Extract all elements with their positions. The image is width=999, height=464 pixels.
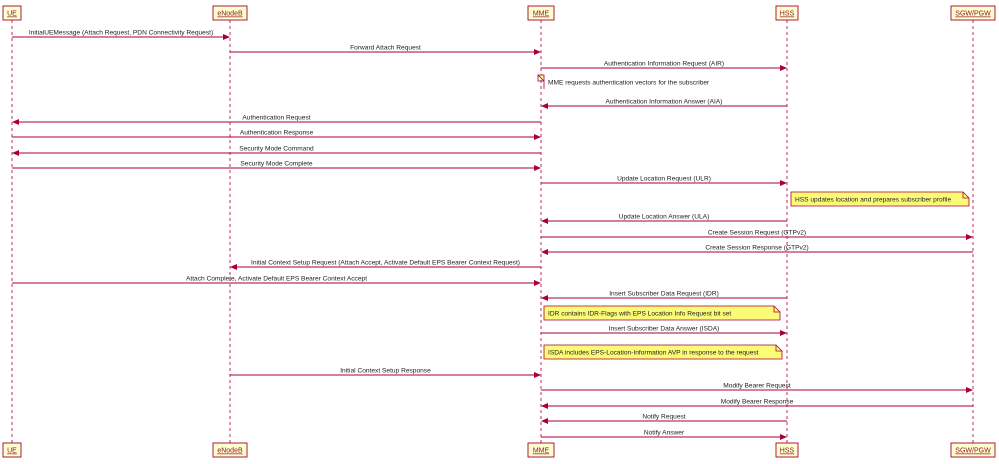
message-label: Initial Context Setup Response bbox=[340, 368, 431, 375]
note-text: MME requests authentication vectors for … bbox=[548, 79, 710, 86]
message-label: Create Session Request (GTPv2) bbox=[708, 230, 806, 237]
message-arrow: Update Location Request (ULR) bbox=[541, 176, 787, 186]
message-label: Insert Subscriber Data Answer (ISDA) bbox=[609, 326, 720, 333]
message-arrow: Authentication Response bbox=[12, 130, 541, 140]
message-label: Authentication Information Answer (AIA) bbox=[606, 99, 723, 106]
participant-label-hss: HSS bbox=[780, 11, 795, 18]
message-label: Modify Bearer Request bbox=[723, 383, 791, 390]
message-arrow: Initial Context Setup Request (Attach Ac… bbox=[230, 260, 541, 270]
note-text: IDR contains IDR-Flags with EPS Location… bbox=[548, 310, 731, 317]
note-text: ISDA includes EPS-Location-Information A… bbox=[548, 349, 759, 356]
participant-sgw-bottom: SGW/PGW bbox=[950, 442, 996, 458]
note: MME requests authentication vectors for … bbox=[537, 74, 710, 89]
participant-label-enodeb: eNodeB bbox=[217, 448, 243, 455]
message-arrow: Forward Attach Request bbox=[230, 45, 541, 55]
message-label: Authentication Request bbox=[242, 115, 310, 122]
message-label: Authentication Information Request (AIR) bbox=[604, 61, 724, 68]
participant-hss-top: HSS bbox=[775, 5, 799, 21]
message-label: Initial Context Setup Request (Attach Ac… bbox=[251, 260, 520, 267]
message-label: Security Mode Complete bbox=[240, 161, 313, 168]
note: IDR contains IDR-Flags with EPS Location… bbox=[543, 305, 781, 321]
participant-label-ue: UE bbox=[7, 11, 17, 18]
message-arrow: Modify Bearer Response bbox=[541, 399, 973, 409]
participant-mme-top: MME bbox=[527, 5, 555, 21]
message-arrow: Attach Complete, Activate Default EPS Be… bbox=[12, 276, 541, 286]
message-arrow: Authentication Information Request (AIR) bbox=[541, 61, 787, 71]
message-label: Notify Request bbox=[642, 414, 685, 421]
participant-label-mme: MME bbox=[533, 448, 550, 455]
message-label: Security Mode Command bbox=[239, 146, 314, 153]
participant-ue-bottom: UE bbox=[2, 442, 22, 458]
message-arrow: InitialUEMessage (Attach Request, PDN Co… bbox=[12, 30, 230, 40]
message-label: Attach Complete, Activate Default EPS Be… bbox=[186, 276, 367, 283]
message-label: Update Location Request (ULR) bbox=[617, 176, 711, 183]
participant-ue-top: UE bbox=[2, 5, 22, 21]
participant-label-ue: UE bbox=[7, 448, 17, 455]
message-arrow: Security Mode Complete bbox=[12, 161, 541, 171]
message-arrow: Insert Subscriber Data Request (IDR) bbox=[541, 291, 787, 301]
participant-label-sgw: SGW/PGW bbox=[955, 448, 991, 455]
message-arrow: Notify Request bbox=[541, 414, 787, 424]
participant-hss-bottom: HSS bbox=[775, 442, 799, 458]
message-arrow: Notify Answer bbox=[541, 430, 787, 440]
participant-mme-bottom: MME bbox=[527, 442, 555, 458]
participant-sgw-top: SGW/PGW bbox=[950, 5, 996, 21]
message-arrow: Insert Subscriber Data Answer (ISDA) bbox=[541, 326, 787, 336]
note-text: HSS updates location and prepares subscr… bbox=[795, 196, 951, 203]
message-arrow: Authentication Request bbox=[12, 115, 541, 125]
message-arrow: Create Session Response (GTPv2) bbox=[541, 245, 973, 255]
message-label: Authentication Response bbox=[240, 130, 314, 137]
message-arrow: Initial Context Setup Response bbox=[230, 368, 541, 378]
message-label: Forward Attach Request bbox=[350, 45, 421, 52]
message-arrow: Authentication Information Answer (AIA) bbox=[541, 99, 787, 109]
message-label: Create Session Response (GTPv2) bbox=[705, 245, 808, 252]
note: HSS updates location and prepares subscr… bbox=[790, 191, 970, 207]
participant-label-sgw: SGW/PGW bbox=[955, 11, 991, 18]
message-arrow: Security Mode Command bbox=[12, 146, 541, 156]
message-label: InitialUEMessage (Attach Request, PDN Co… bbox=[29, 30, 213, 37]
message-label: Update Location Answer (ULA) bbox=[619, 214, 710, 221]
participant-label-enodeb: eNodeB bbox=[217, 11, 243, 18]
message-arrow: Modify Bearer Request bbox=[541, 383, 973, 393]
message-arrow: Update Location Answer (ULA) bbox=[541, 214, 787, 224]
message-label: Notify Answer bbox=[644, 430, 685, 437]
participant-enodeb-bottom: eNodeB bbox=[212, 442, 248, 458]
participant-enodeb-top: eNodeB bbox=[212, 5, 248, 21]
participant-label-mme: MME bbox=[533, 11, 550, 18]
message-arrow: Create Session Request (GTPv2) bbox=[541, 230, 973, 240]
message-label: Insert Subscriber Data Request (IDR) bbox=[609, 291, 719, 298]
participant-label-hss: HSS bbox=[780, 448, 795, 455]
note: ISDA includes EPS-Location-Information A… bbox=[543, 344, 783, 360]
message-label: Modify Bearer Response bbox=[721, 399, 794, 406]
